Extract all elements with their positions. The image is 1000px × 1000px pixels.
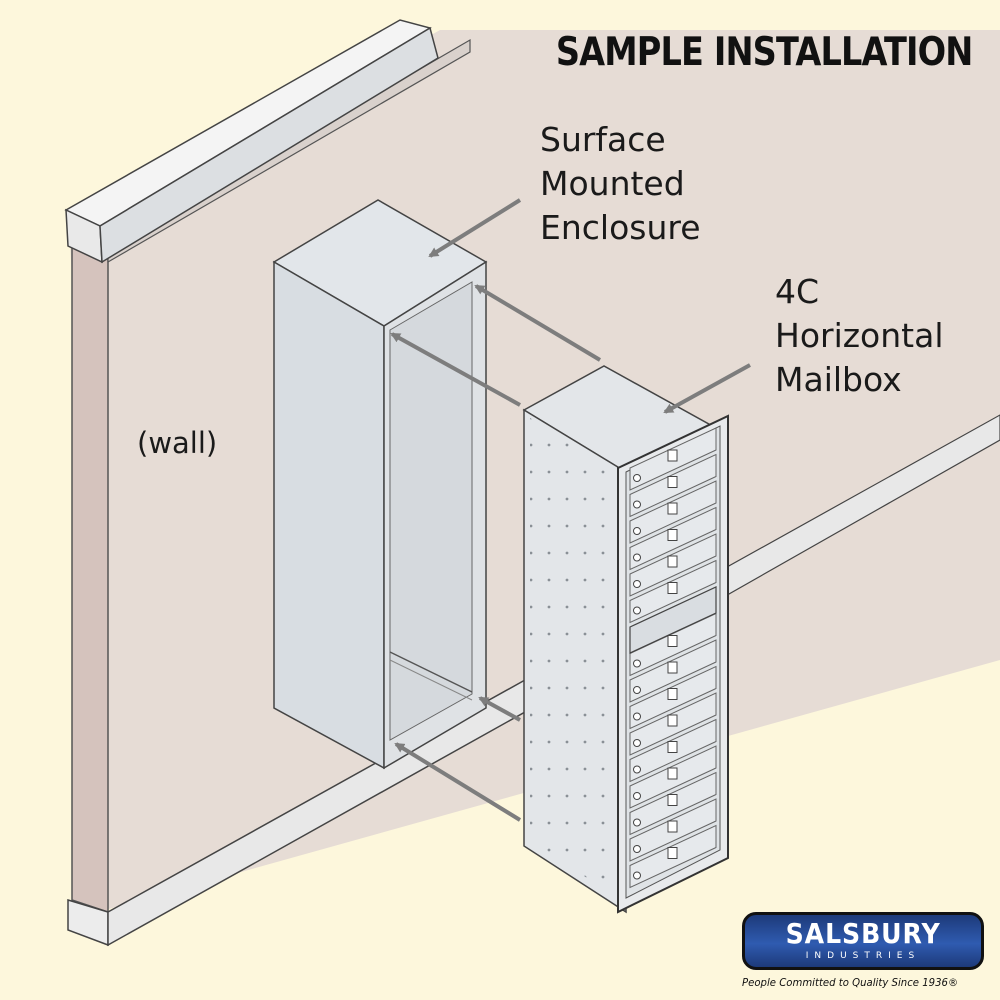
wall-label: (wall) <box>137 426 218 460</box>
door-label-slot <box>667 449 678 462</box>
enclosure-label: Surface Mounted Enclosure <box>540 120 701 247</box>
door-label-slot <box>667 529 678 541</box>
door-label-slot <box>667 476 678 488</box>
logo-subtitle: INDUSTRIES <box>805 951 921 961</box>
enclosure-arrow-top-1 <box>474 284 602 362</box>
logo-tagline: People Committed to Quality Since 1936® <box>742 976 959 989</box>
lock-icon <box>633 474 641 482</box>
door-label-slot <box>667 502 678 515</box>
lock-icon <box>633 553 641 562</box>
lock-icon <box>633 845 641 853</box>
door-label-slot <box>667 767 678 780</box>
enclosure-callout-arrow <box>428 198 522 258</box>
lock-icon <box>633 686 641 694</box>
logo-badge: SALSBURY INDUSTRIES <box>742 912 984 970</box>
door-label-slot <box>667 794 678 806</box>
master-door-panel <box>629 586 717 654</box>
lock-icon <box>633 580 641 588</box>
enclosure-arrow-bottom-1 <box>478 696 521 722</box>
door-label-slot <box>667 661 678 674</box>
lock-icon <box>633 765 641 774</box>
lock-icon <box>633 606 641 615</box>
lock-icon <box>633 659 641 668</box>
lock-icon <box>633 712 641 721</box>
door-label-slot <box>667 847 678 859</box>
door-label-slot <box>667 555 678 568</box>
enclosure-arrow-bottom-2 <box>394 742 522 822</box>
logo-name: SALSBURY <box>785 917 941 950</box>
lock-icon <box>633 792 641 800</box>
lock-icon <box>633 500 641 509</box>
door-label-slot <box>667 688 678 700</box>
surface-mounted-enclosure <box>272 199 488 770</box>
lock-icon <box>633 739 641 747</box>
callout-arrows <box>390 198 751 822</box>
mailbox-callout-arrow <box>663 363 751 414</box>
door-label-slot <box>667 741 678 753</box>
enclosure-arrow-top-2 <box>390 332 521 407</box>
door-label-slot <box>667 714 678 727</box>
door-label-slot <box>667 582 678 594</box>
salsbury-logo: SALSBURY INDUSTRIES People Committed to … <box>742 912 990 989</box>
lock-icon <box>633 818 641 827</box>
mailbox-label: 4C Horizontal Mailbox <box>775 272 944 399</box>
door-label-slot <box>667 820 678 833</box>
door-label-slot <box>667 635 678 647</box>
mailbox-doors <box>629 427 717 889</box>
lock-icon <box>633 871 641 880</box>
page-title: SAMPLE INSTALLATION <box>555 30 973 75</box>
lock-icon <box>633 527 641 535</box>
